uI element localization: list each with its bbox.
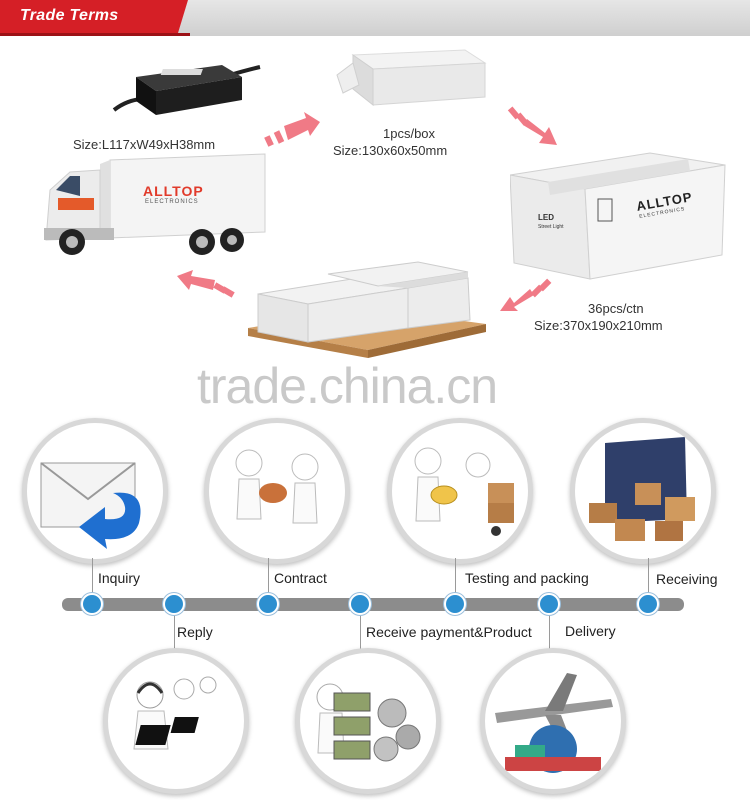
timeline-dot	[257, 593, 279, 615]
header-tab-shadow	[0, 33, 190, 36]
arrow-left-icon	[177, 270, 235, 298]
testing-packing-image	[387, 418, 533, 564]
arrow-right-icon	[264, 112, 320, 147]
truck-brand: ALLTOP	[143, 183, 204, 199]
inquiry-image	[22, 418, 168, 564]
timeline-connector	[549, 608, 550, 650]
step-delivery: Delivery	[565, 623, 616, 639]
truck-image	[44, 153, 266, 255]
step-receiving: Receiving	[656, 571, 718, 587]
timeline-dot	[444, 593, 466, 615]
timeline-dot	[538, 593, 560, 615]
timeline-dot	[81, 593, 103, 615]
page-title: Trade Terms	[20, 7, 119, 24]
timeline-dot	[637, 593, 659, 615]
receiving-image	[570, 418, 716, 564]
step-contract: Contract	[274, 570, 327, 586]
timeline-connector	[648, 558, 649, 602]
box-size-label: Size:130x60x50mm	[333, 143, 448, 158]
step-inquiry: Inquiry	[98, 570, 141, 586]
timeline-connector	[360, 608, 361, 650]
timeline-connector	[268, 558, 269, 602]
timeline-bar	[62, 598, 684, 611]
driver-size-label: Size:L117xW49xH38mm	[73, 137, 216, 152]
carton-qty-label: 36pcs/ctn	[588, 301, 644, 316]
timeline-dot	[349, 593, 371, 615]
pallet-image	[248, 261, 486, 358]
timeline-connector	[455, 558, 456, 602]
carton-image	[510, 152, 726, 280]
led-driver-image	[112, 65, 261, 115]
delivery-image	[480, 648, 626, 794]
arrow-down-right-icon	[507, 106, 557, 145]
reply-image	[103, 648, 249, 794]
timeline-dot	[163, 593, 185, 615]
truck-brand-sub: ELECTRONICS	[145, 199, 199, 205]
payment-product-image	[295, 648, 441, 794]
step-receive-payment: Receive payment&Product	[366, 624, 532, 640]
timeline-connector	[174, 608, 175, 650]
carton-size-label: Size:370x190x210mm	[534, 318, 663, 333]
timeline-connector	[92, 558, 93, 602]
contract-image	[204, 418, 350, 564]
watermark: trade.china.cn	[197, 358, 498, 414]
box-qty-label: 1pcs/box	[383, 126, 436, 141]
arrow-down-left-icon	[500, 278, 552, 311]
small-box-image	[336, 49, 487, 107]
carton-led-sub: Street Light	[538, 224, 564, 230]
step-reply: Reply	[177, 624, 213, 640]
step-testing-packing: Testing and packing	[465, 570, 589, 586]
carton-led-label: LED	[538, 213, 554, 222]
header-tab	[0, 0, 188, 33]
